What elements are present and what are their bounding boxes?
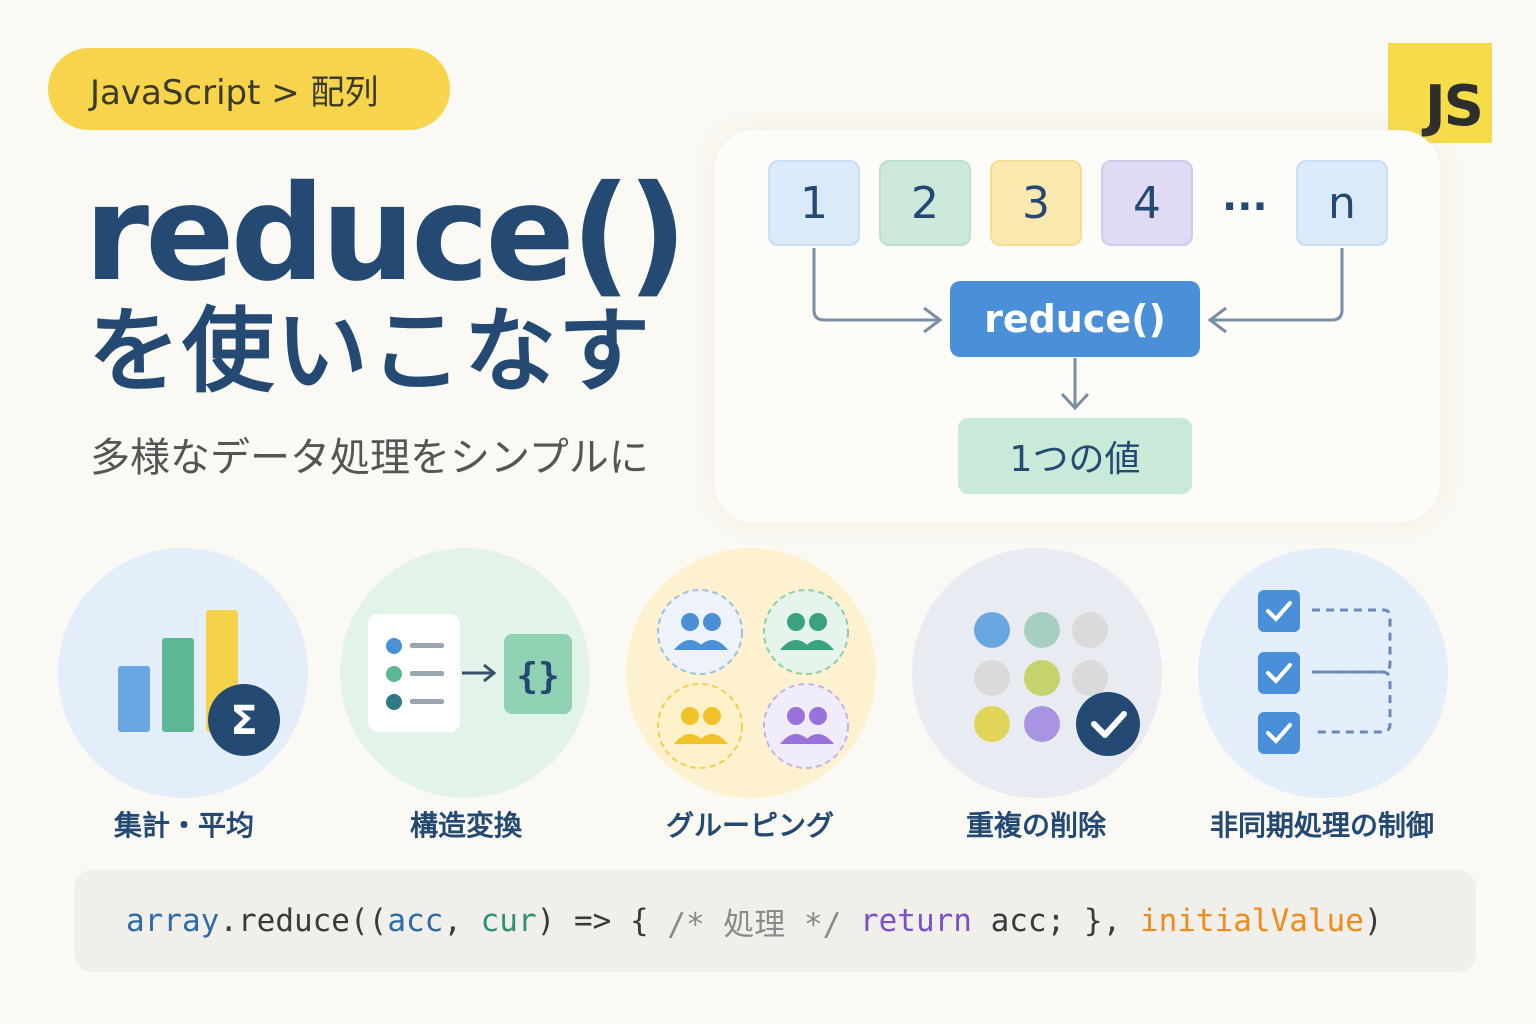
- page-title: reduce(): [84, 157, 688, 311]
- feature-async-label: 非同期処理の制御: [1209, 809, 1434, 842]
- tagline: 多様なデータ処理をシンプルに: [90, 435, 649, 481]
- array-item-2: 2: [879, 160, 971, 246]
- feature-transform: {}: [340, 548, 590, 798]
- svg-text:{}: {}: [516, 656, 559, 697]
- code-return-rest: acc; },: [971, 903, 1140, 939]
- list-to-object-icon: {}: [368, 614, 572, 732]
- feature-dedupe: [912, 548, 1162, 798]
- sequential-checklist-icon: [1258, 590, 1392, 754]
- code-reduce-call: .reduce((: [219, 903, 388, 939]
- reduce-function-box: reduce(): [950, 281, 1200, 357]
- feature-dedupe-label: 重複の削除: [965, 809, 1106, 842]
- dedupe-dots-check-icon: [974, 612, 1140, 756]
- single-value-box: 1つの値: [958, 418, 1192, 494]
- ellipsis: ···: [1222, 184, 1268, 230]
- page-subtitle: を使いこなす: [88, 298, 653, 405]
- array-item-3: 3: [990, 160, 1082, 246]
- array-item-n: n: [1296, 160, 1388, 246]
- feature-aggregate: Σ: [58, 548, 308, 798]
- feature-async: [1198, 548, 1448, 798]
- code-comma: ,: [443, 903, 481, 939]
- code-initial-value: initialValue: [1139, 903, 1364, 939]
- code-example: array.reduce((acc, cur) => { /* 処理 */ re…: [74, 870, 1476, 972]
- group-people-icon: [657, 589, 849, 769]
- feature-grouping-label: グルーピング: [665, 809, 834, 842]
- code-arrow: ) => {: [536, 903, 668, 939]
- code-acc: acc: [387, 903, 444, 939]
- feature-grouping: [626, 548, 876, 798]
- js-logo: JS: [1388, 43, 1492, 143]
- array-item-4: 4: [1101, 160, 1193, 246]
- code-cur: cur: [480, 903, 537, 939]
- breadcrumb[interactable]: JavaScript > 配列: [48, 48, 450, 130]
- feature-aggregate-label: 集計・平均: [113, 809, 254, 842]
- code-return: return: [859, 903, 972, 939]
- code-close: ): [1363, 903, 1383, 939]
- code-array: array: [126, 903, 220, 939]
- feature-transform-label: 構造変換: [409, 809, 522, 842]
- code-comment: /* 処理 */: [667, 906, 842, 943]
- svg-text:Σ: Σ: [230, 698, 257, 744]
- array-item-1: 1: [768, 160, 860, 246]
- bar-chart-sigma-icon: Σ: [118, 610, 280, 756]
